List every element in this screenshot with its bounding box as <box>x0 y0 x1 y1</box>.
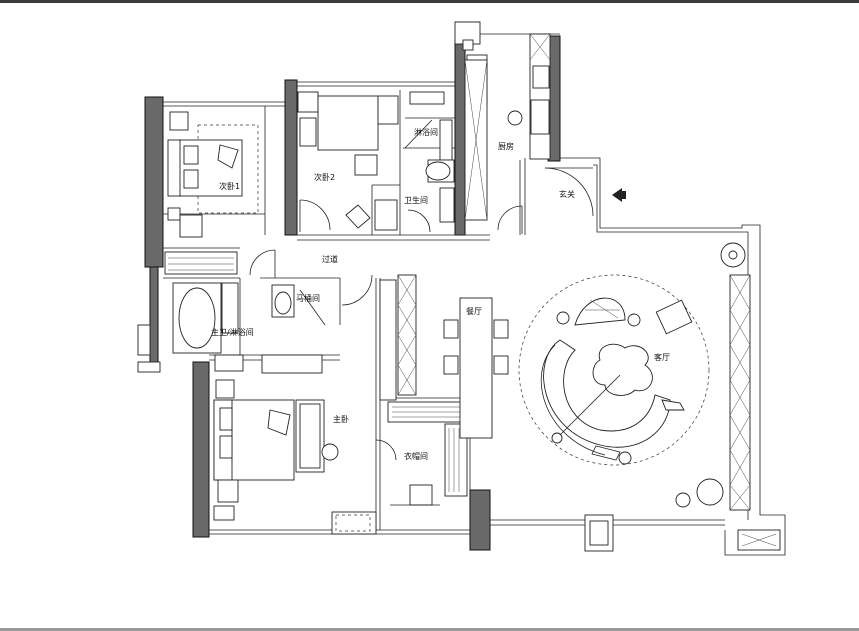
master-bath-fixtures <box>172 274 373 374</box>
kitchen-fixtures <box>462 33 551 234</box>
entrance <box>544 167 626 217</box>
master-bedroom-furniture <box>213 379 377 535</box>
label-toilet: 马桶间 <box>296 293 320 303</box>
bedroom1-furniture <box>164 111 276 278</box>
room-labels: 次卧1 次卧2 淋浴间 厨房 卫生间 玄关 过道 主卫/淋浴间 马桶间 餐厅 客… <box>211 127 670 461</box>
bottom-border <box>0 628 859 631</box>
label-entrance: 玄关 <box>559 189 575 199</box>
label-master-bedroom: 主卧 <box>333 414 349 424</box>
label-bathroom: 卫生间 <box>404 195 428 205</box>
dining-set <box>443 297 509 439</box>
label-dining: 餐厅 <box>466 307 482 316</box>
label-corridor: 过道 <box>322 254 338 264</box>
label-kitchen: 厨房 <box>498 141 514 151</box>
living-room-furniture <box>518 242 746 508</box>
top-border <box>0 0 859 3</box>
shower-bathroom <box>404 91 455 233</box>
closet-fixtures <box>375 401 469 506</box>
label-closet: 衣帽间 <box>404 451 428 461</box>
label-master-bath: 主卫/淋浴间 <box>211 327 254 337</box>
entry-arrow-icon <box>612 188 622 202</box>
label-living: 客厅 <box>654 352 670 362</box>
label-bedroom3: 次卧2 <box>314 172 335 182</box>
exterior-walls <box>144 21 786 556</box>
window-units <box>137 324 781 552</box>
label-shower: 淋浴间 <box>414 127 438 137</box>
label-bedroom2: 次卧1 <box>219 181 240 191</box>
bedroom2-furniture <box>297 91 399 232</box>
storage-cabinets <box>379 274 751 511</box>
